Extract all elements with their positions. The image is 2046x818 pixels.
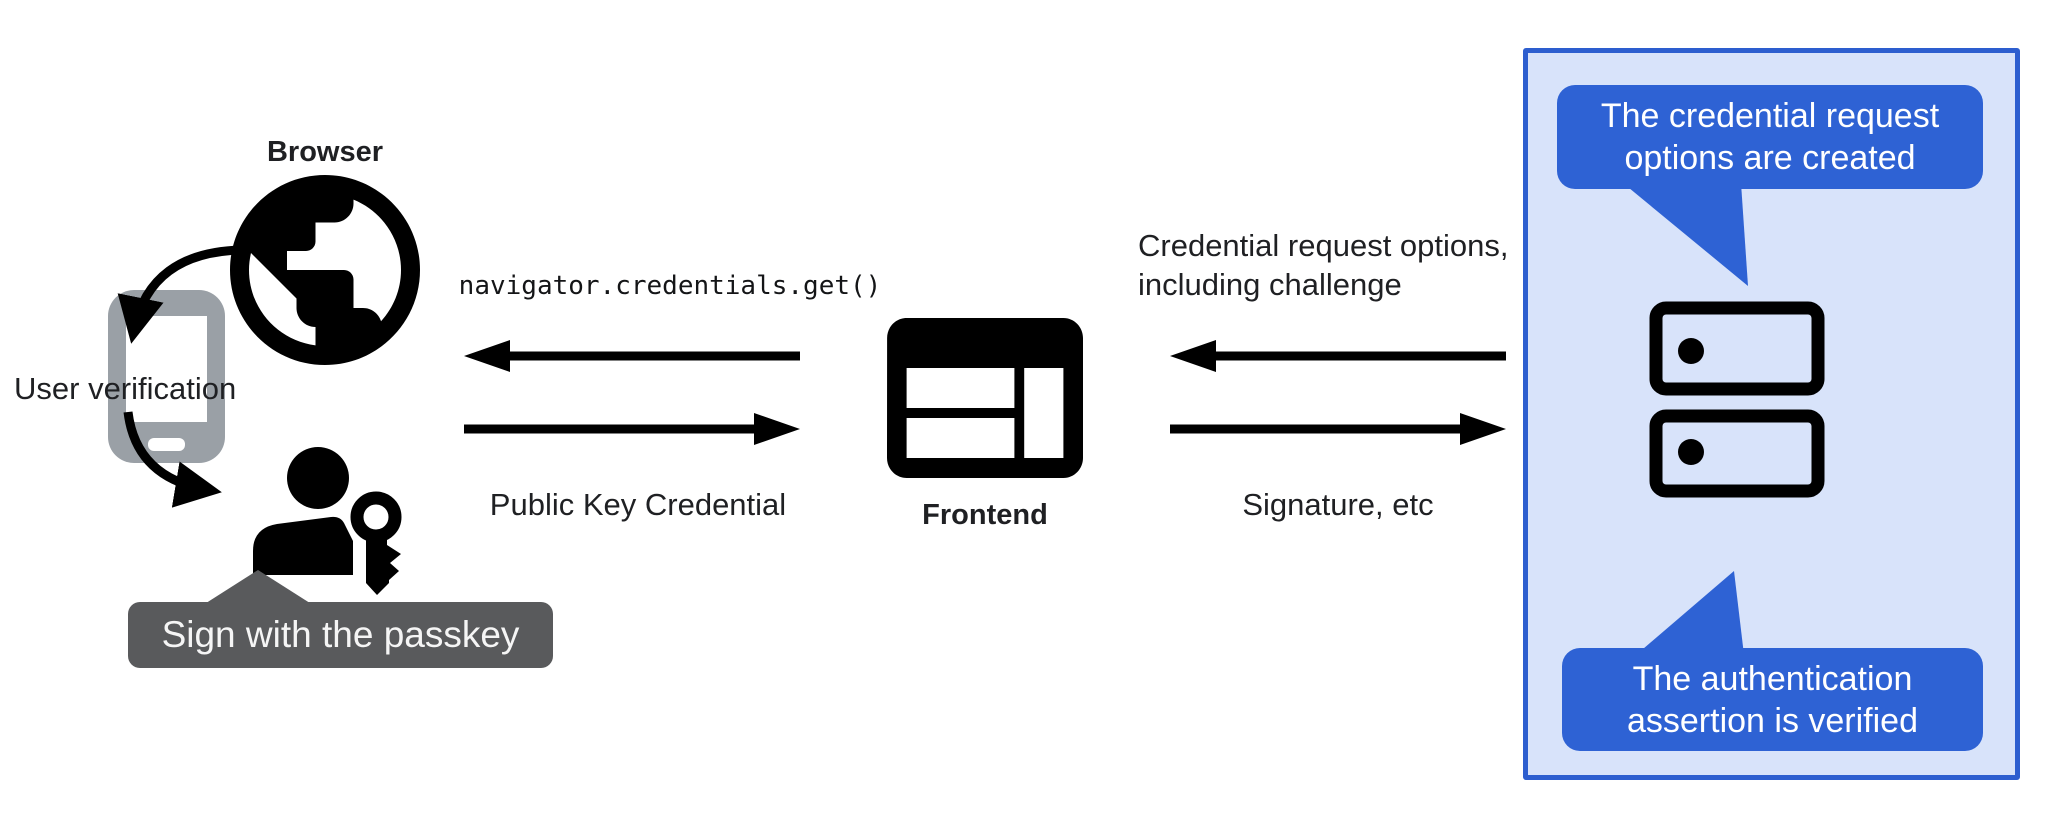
verification-flow-arrows xyxy=(117,245,243,508)
sign-with-passkey-tooltip: Sign with the passkey xyxy=(128,602,553,668)
arrow-frontend-to-browser xyxy=(464,340,800,372)
signature-label: Signature, etc xyxy=(1242,487,1434,522)
credential-request-options-label: Credential request options, including ch… xyxy=(1138,228,1509,302)
globe-to-phone-arrow xyxy=(117,245,243,344)
frontend-label: Frontend xyxy=(922,499,1048,531)
user-verification-label: User verification xyxy=(14,371,237,406)
arrow-frontend-to-server xyxy=(1170,413,1506,445)
options-created-bubble-tail xyxy=(1623,183,1748,286)
navigator-credentials-get-label: navigator.credentials.get() xyxy=(458,271,882,301)
browser-label: Browser xyxy=(266,136,384,168)
options-created-bubble: The credential request options are creat… xyxy=(1557,85,1983,189)
phone-to-user-arrow xyxy=(123,411,222,508)
passkey-user-icon xyxy=(253,447,402,595)
smartphone-home-bar xyxy=(148,438,185,451)
server-icon xyxy=(1649,301,1825,498)
public-key-credential-label: Public Key Credential xyxy=(489,487,787,522)
arrow-browser-to-frontend xyxy=(464,413,800,445)
frontend-window-icon xyxy=(887,318,1083,478)
tooltip-pointer xyxy=(203,570,313,605)
arrow-server-to-frontend xyxy=(1170,340,1506,372)
assertion-verified-bubble: The authentication assertion is verified xyxy=(1562,648,1983,751)
globe-browser-icon xyxy=(230,175,420,365)
assertion-verified-bubble-tail xyxy=(1636,571,1744,655)
